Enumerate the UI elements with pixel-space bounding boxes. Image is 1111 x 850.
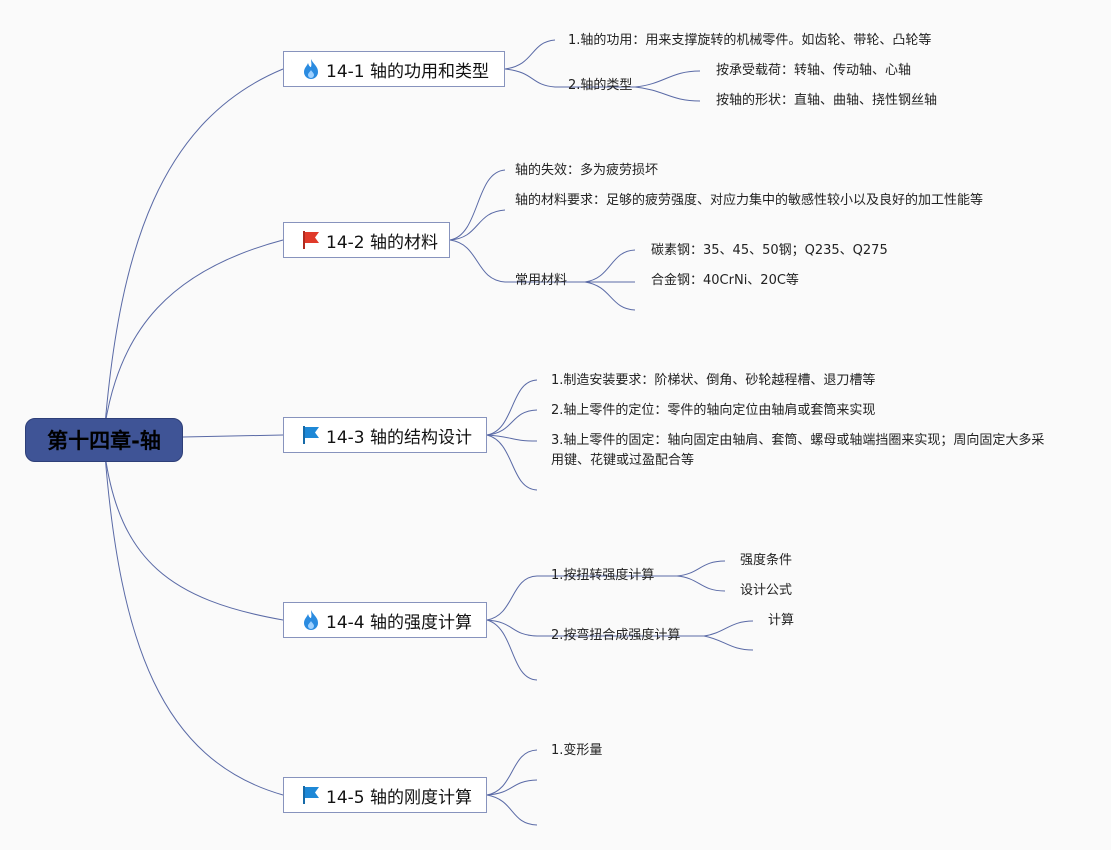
topic-14-4-label: 14-4 轴的强度计算 [326,612,472,633]
subtopic-calculation[interactable]: 计算 [768,613,795,628]
subtopic-shaft-types[interactable]: 2.轴的类型 [568,78,633,93]
topic-14-1-label: 14-1 轴的功用和类型 [326,61,489,82]
topic-14-3[interactable]: 14-3 轴的结构设计 [283,417,487,453]
fire-icon [300,609,322,631]
topic-14-2-label: 14-2 轴的材料 [326,232,438,253]
subtopic-alloy-steel[interactable]: 合金钢：40CrNi、20C等 [651,273,799,288]
topic-14-5[interactable]: 14-5 轴的刚度计算 [283,777,487,813]
root-topic[interactable]: 第十四章-轴 [25,418,183,462]
topic-14-2[interactable]: 14-2 轴的材料 [283,222,450,258]
topic-14-1[interactable]: 14-1 轴的功用和类型 [283,51,505,87]
subtopic-torsion-strength[interactable]: 1.按扭转强度计算 [551,568,655,583]
subtopic-bending-torsion-strength[interactable]: 2.按弯扭合成强度计算 [551,628,681,643]
red-flag-icon [300,229,322,251]
subtopic-design-formula[interactable]: 设计公式 [740,583,793,598]
subtopic-by-load[interactable]: 按承受载荷：转轴、传动轴、心轴 [716,63,912,78]
subtopic-shaft-function[interactable]: 1.轴的功用：用来支撑旋转的机械零件。如齿轮、带轮、凸轮等 [568,33,932,48]
fire-icon [300,58,322,80]
subtopic-part-positioning[interactable]: 2.轴上零件的定位：零件的轴向定位由轴肩或套筒来实现 [551,403,876,418]
blue-flag-icon [300,424,322,446]
subtopic-part-fixing[interactable]: 3.轴上零件的固定：轴向固定由轴肩、套筒、螺母或轴端挡圈来实现；周向固定大多采用… [551,433,1045,468]
topic-14-3-label: 14-3 轴的结构设计 [326,427,472,448]
subtopic-carbon-steel[interactable]: 碳素钢：35、45、50钢；Q235、Q275 [651,243,888,258]
topic-14-4[interactable]: 14-4 轴的强度计算 [283,602,487,638]
blue-flag-icon [300,784,322,806]
subtopic-strength-condition[interactable]: 强度条件 [740,553,793,568]
subtopic-material-requirements[interactable]: 轴的材料要求：足够的疲劳强度、对应力集中的敏感性较小以及良好的加工性能等 [515,193,984,208]
subtopic-manufacturing-requirements[interactable]: 1.制造安装要求：阶梯状、倒角、砂轮越程槽、退刀槽等 [551,373,876,388]
subtopic-common-materials[interactable]: 常用材料 [515,273,568,288]
subtopic-deformation[interactable]: 1.变形量 [551,743,603,758]
topic-14-5-label: 14-5 轴的刚度计算 [326,787,472,808]
subtopic-shaft-failure[interactable]: 轴的失效：多为疲劳损坏 [515,163,659,178]
subtopic-by-shape[interactable]: 按轴的形状：直轴、曲轴、挠性钢丝轴 [716,93,938,108]
